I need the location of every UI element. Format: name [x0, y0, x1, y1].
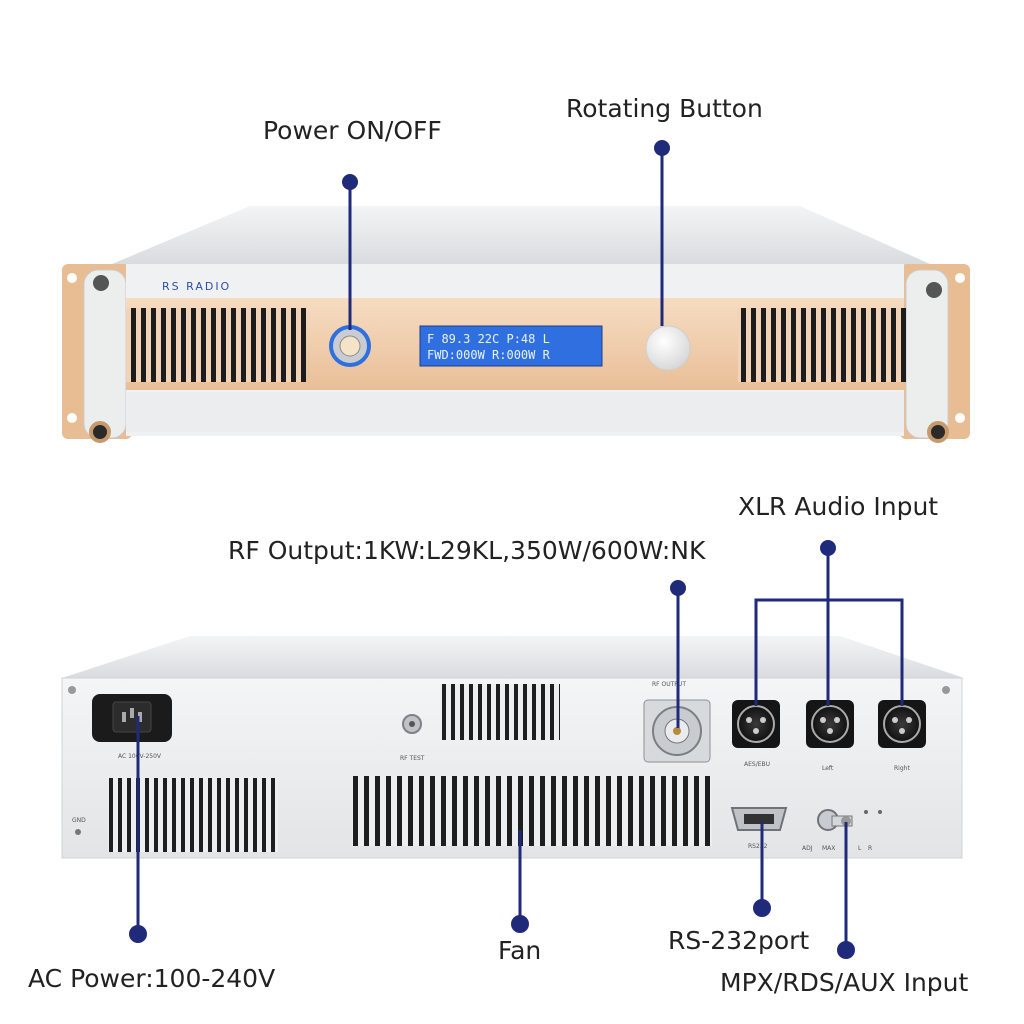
front-right-vent — [738, 308, 906, 382]
xlr-marker — [820, 540, 836, 556]
ac-marker — [129, 925, 147, 943]
rear-unit: AC 100V-250V GND RF TEST RF OUTPUT AES/E… — [61, 636, 964, 859]
rear-screw — [942, 686, 950, 694]
lcd-line-1: F 89.3 22C P:48 L — [427, 332, 550, 346]
ac-power-callout: AC Power:100-240V — [28, 964, 276, 993]
rf-output-pin — [673, 727, 681, 735]
fan-marker — [511, 915, 529, 933]
ac-pin — [138, 712, 142, 722]
rear-top-vent — [440, 684, 560, 740]
callout-leaders — [136, 148, 904, 948]
xlr-aes-connector — [732, 700, 780, 748]
rear-left-vent — [108, 778, 278, 852]
rs232-marker — [753, 899, 771, 917]
rotating-knob — [645, 325, 691, 371]
lcd-display — [419, 325, 603, 367]
adj-label: ADJ — [802, 845, 813, 852]
mpx-marker — [837, 941, 855, 959]
led-dot — [878, 810, 882, 814]
knob-marker — [654, 140, 670, 156]
callout-markers — [129, 140, 855, 959]
rs232-small-label: RS232 — [748, 843, 768, 850]
mpx-bnc-tip — [841, 816, 851, 826]
mpx-callout: MPX/RDS/AUX Input — [720, 968, 969, 997]
rs232-pins — [744, 814, 774, 824]
brand-logo: RS RADIO — [162, 280, 231, 293]
xlr-left-connector — [806, 700, 854, 748]
ac-voltage-label: AC 100V-250V — [118, 753, 162, 760]
xlr-bracket-leader — [754, 598, 904, 706]
gnd-terminal — [75, 829, 81, 835]
ac-pin — [130, 708, 134, 718]
rack-hole — [67, 273, 77, 283]
xlr-left-label: Left — [822, 765, 834, 772]
rf-test-label: RF TEST — [400, 755, 425, 762]
xlr-audio-callout: XLR Audio Input — [738, 492, 939, 521]
left-handle — [83, 269, 127, 439]
rear-screw — [68, 686, 76, 694]
front-unit: RS RADIO F 89.3 22C P:48 L FWD:000W R:00… — [62, 206, 970, 443]
rs232-callout: RS-232port — [668, 926, 810, 955]
rf-output-marker — [670, 580, 686, 596]
fan-callout: Fan — [498, 936, 542, 965]
handle-screw — [926, 282, 942, 298]
front-top-lid — [112, 206, 930, 264]
power-switch-cap — [339, 335, 361, 357]
led-dot — [864, 810, 868, 814]
ac-pin — [122, 712, 126, 722]
r-label: R — [868, 845, 872, 852]
handle-screw — [93, 275, 109, 291]
rf-output-callout: RF Output:1KW:L29KL,350W/600W:NK — [228, 536, 706, 565]
fan-grille — [352, 776, 712, 846]
knob-screw — [927, 421, 949, 443]
power-marker — [342, 174, 358, 190]
xlr-right-connector — [878, 700, 926, 748]
front-left-vent — [126, 308, 306, 382]
gnd-label: GND — [72, 817, 86, 824]
right-handle — [905, 269, 949, 439]
rack-hole — [955, 273, 965, 283]
max-label: MAX — [822, 845, 835, 852]
knob-screw — [89, 421, 111, 443]
power-switch-callout: Power ON/OFF — [263, 116, 442, 145]
rear-top-lid — [62, 636, 964, 678]
rf-output-label: RF OUTPUT — [652, 681, 686, 688]
rotating-button-callout: Rotating Button — [566, 94, 763, 123]
rf-test-pin — [409, 721, 415, 727]
xlr-right-label: Right — [894, 765, 910, 772]
rack-hole — [955, 413, 965, 423]
rack-hole — [67, 413, 77, 423]
front-lower-bar — [126, 392, 904, 432]
aes-ebu-label: AES/EBU — [744, 761, 770, 768]
l-label: L — [858, 845, 862, 852]
lcd-line-2: FWD:000W R:000W R — [427, 348, 551, 362]
